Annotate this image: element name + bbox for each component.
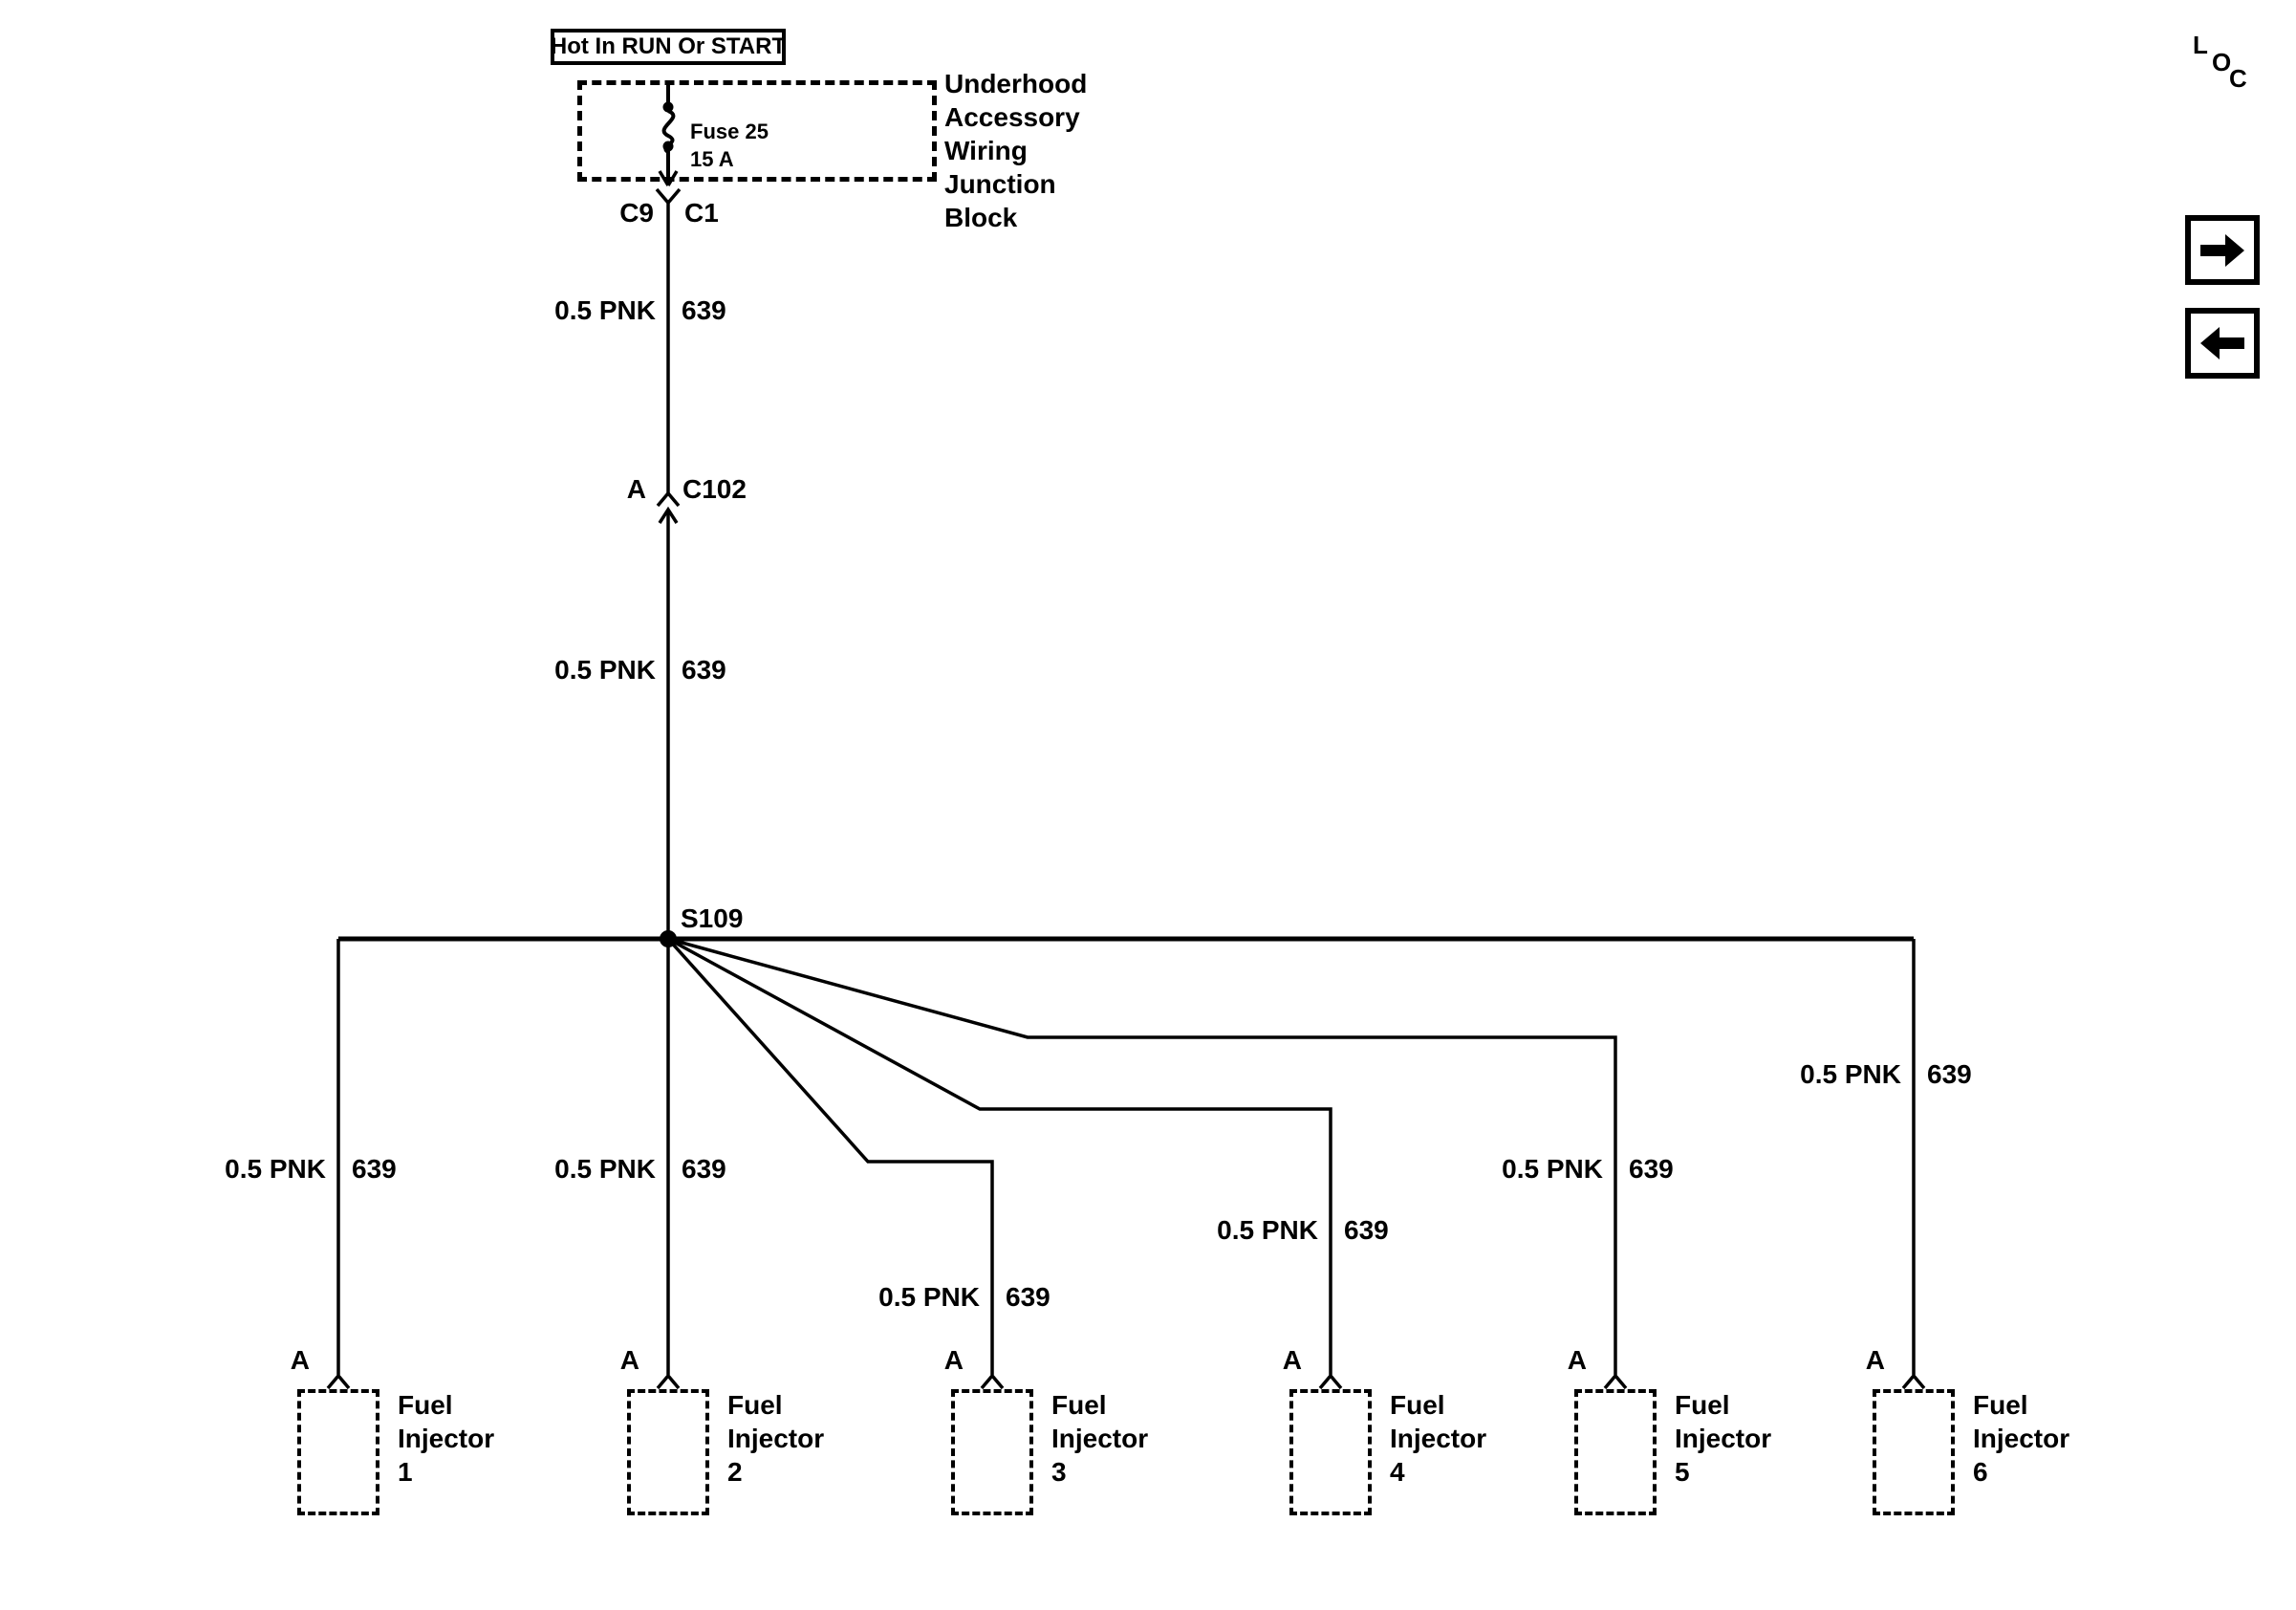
injector-4-name: Fuel Injector 4 [1390,1388,1486,1489]
injector-3-name: Fuel Injector 3 [1051,1388,1148,1489]
junction-block-name-line: Accessory [944,102,1080,132]
injector-number: 1 [398,1457,413,1487]
c102-name-label: C102 [682,474,747,504]
c9-c1-connector-symbol [655,187,682,206]
injector-2-connector-symbol [656,1373,681,1390]
loc-letter: O [2212,48,2232,76]
injector-name-line: Fuel [727,1390,783,1420]
injector-name-line: Injector [1675,1424,1772,1453]
injector-1-outline [297,1389,379,1515]
injector-name-line: Fuel [1675,1390,1730,1420]
injector-6-connector-symbol [1901,1373,1926,1390]
wire-injector-5 [667,937,1617,1375]
next-page-button[interactable] [2185,215,2260,285]
injector-name-line: Fuel [398,1390,453,1420]
wire-circuit-label: 639 [1927,1059,1972,1089]
wire-size-color-label: 0.5 PNK [1502,1154,1603,1184]
injector-2-name: Fuel Injector 2 [727,1388,824,1489]
wire-size-color-label: 0.5 PNK [1217,1215,1318,1245]
injector-6-name: Fuel Injector 6 [1973,1388,2069,1489]
injector-number: 5 [1675,1457,1690,1487]
injector-number: 6 [1973,1457,1988,1487]
injector-number: 2 [727,1457,743,1487]
wire-circuit-label: 639 [352,1154,397,1184]
junction-block-name-line: Wiring [944,136,1028,165]
power-source-label: Hot In RUN Or START [550,33,787,59]
previous-page-button[interactable] [2185,308,2260,379]
injector-4-connector-symbol [1318,1373,1343,1390]
connector-c1-label: C1 [684,198,719,228]
loc-button[interactable]: L O C [2185,29,2260,98]
junction-block-name-line: Underhood [944,69,1088,98]
c102-female-symbol [656,490,681,508]
fuse-name-label: Fuse 25 [690,120,769,143]
connector-c9-label: C9 [619,198,654,228]
injector-4-pin-label: A [1282,1345,1302,1375]
injector-name-line: Fuel [1973,1390,2028,1420]
injector-number: 3 [1051,1457,1067,1487]
injector-3-outline [951,1389,1033,1515]
wire-size-color-label: 0.5 PNK [554,295,656,325]
injector-5-connector-symbol [1603,1373,1628,1390]
junction-block-name: Underhood Accessory Wiring Junction Bloc… [944,67,1087,234]
injector-name-line: Injector [1973,1424,2070,1453]
left-arrow-icon [2200,327,2244,359]
wire-circuit-label: 639 [682,1154,726,1184]
wire-injector-4 [667,937,1332,1375]
injector-name-line: Fuel [1390,1390,1445,1420]
injector-1-name: Fuel Injector 1 [398,1388,494,1489]
wire-circuit-label: 639 [1629,1154,1674,1184]
injector-6-pin-label: A [1865,1345,1885,1375]
injector-number: 4 [1390,1457,1405,1487]
injector-name-line: Injector [727,1424,825,1453]
right-arrow-icon [2200,233,2244,267]
injector-1-pin-label: A [290,1345,310,1375]
fuse-top-terminal-dot [662,101,674,113]
injector-2-pin-label: A [619,1345,639,1375]
injector-1-connector-symbol [326,1373,351,1390]
splice-label: S109 [681,903,744,933]
wire-size-color-label: 0.5 PNK [1800,1059,1901,1089]
wire-injector-3 [666,937,994,1375]
injector-5-outline [1574,1389,1657,1515]
injector-name-line: Injector [398,1424,495,1453]
loc-letter: L [2193,31,2208,59]
junction-block-name-line: Block [944,203,1018,232]
wire-circuit-label: 639 [682,295,726,325]
injector-2-outline [627,1389,709,1515]
power-source-label-box: Hot In RUN Or START [551,29,786,65]
injector-name-line: Injector [1051,1424,1149,1453]
wire-circuit-label: 639 [682,655,726,685]
injector-6-outline [1873,1389,1955,1515]
injector-name-line: Fuel [1051,1390,1107,1420]
injector-name-line: Injector [1390,1424,1487,1453]
injector-5-name: Fuel Injector 5 [1675,1388,1771,1489]
wire-circuit-label: 639 [1006,1282,1051,1312]
wire-size-color-label: 0.5 PNK [225,1154,326,1184]
junction-block-outline [577,80,937,182]
fuse-bottom-terminal-dot [662,141,674,152]
injector-3-pin-label: A [943,1345,964,1375]
c102-pin-label: A [626,474,646,504]
injector-5-pin-label: A [1567,1345,1587,1375]
wire-circuit-label: 639 [1344,1215,1389,1245]
wire-size-color-label: 0.5 PNK [878,1282,980,1312]
injector-4-outline [1289,1389,1372,1515]
wire-size-color-label: 0.5 PNK [554,655,656,685]
junction-block-name-line: Junction [944,169,1056,199]
wire-size-color-label: 0.5 PNK [554,1154,656,1184]
fuse-rating-label: 15 A [690,147,734,171]
injector-3-connector-symbol [980,1373,1005,1390]
loc-letter: C [2229,64,2247,93]
